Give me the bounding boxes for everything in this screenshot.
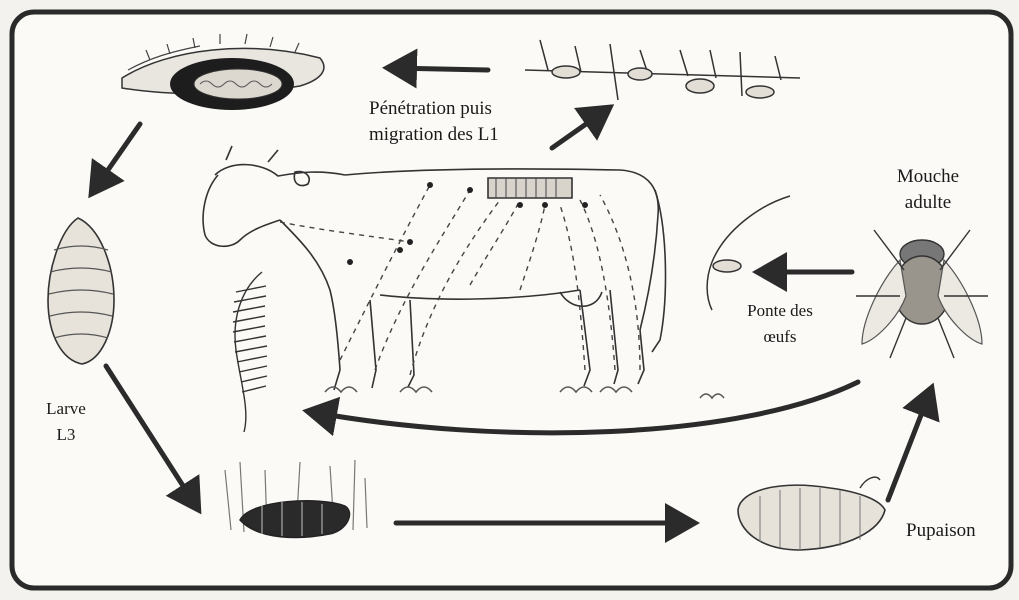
- egg-laying-label-line2: œufs: [730, 324, 830, 350]
- larva-l3-label-line1: Larve: [36, 396, 96, 422]
- egg-laying-label-line1: Ponte des: [730, 298, 830, 324]
- penetration-label-line2: migration des L1: [369, 122, 499, 148]
- penetration-label-line1: Pénétration puis: [369, 96, 499, 122]
- adult-fly-label-line1: Mouche: [878, 164, 978, 190]
- egg-laying-label: Ponte des œufs: [730, 298, 830, 350]
- larva-l3-label: Larve L3: [36, 396, 96, 448]
- adult-fly-label: Mouche adulte: [878, 164, 978, 216]
- arrow-hair-to-skin: [392, 68, 488, 70]
- pupaison-label: Pupaison: [906, 518, 976, 544]
- penetration-label: Pénétration puis migration des L1: [369, 96, 499, 148]
- adult-fly-label-line2: adulte: [878, 190, 978, 216]
- larva-l3-label-line2: L3: [36, 422, 96, 448]
